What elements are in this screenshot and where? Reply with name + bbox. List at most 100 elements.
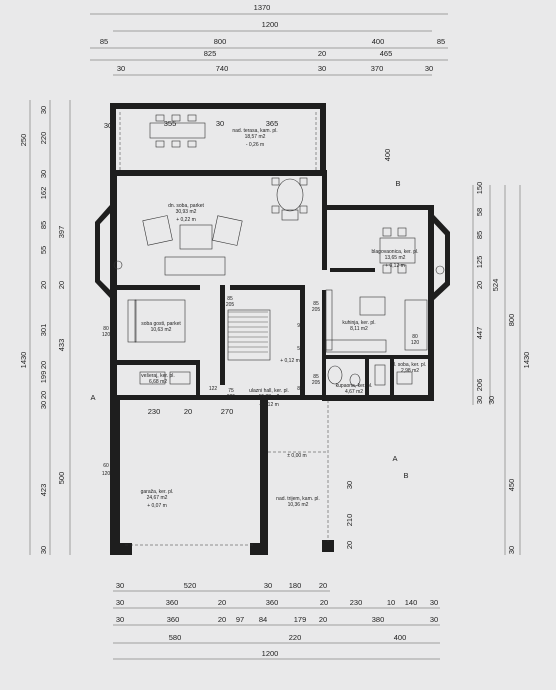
dim-left-3: 220	[39, 132, 48, 145]
dim-top-0: 1370	[254, 3, 271, 12]
dim-right-4: 20	[475, 281, 484, 289]
opening-13: 120	[411, 340, 420, 346]
opening-5: 205	[312, 380, 321, 386]
dim-bottom-26: 1200	[262, 649, 279, 658]
dim-left-5: 162	[39, 187, 48, 200]
dim-bottom-11: 10	[387, 598, 395, 607]
dim-bottom-12: 140	[405, 598, 418, 607]
room-name-7: l. soba, ker. pl.	[394, 362, 426, 368]
dim-bottom-24: 220	[289, 633, 302, 642]
dim-bottom-21: 380	[372, 615, 385, 624]
dim-bottom-14: 30	[116, 615, 124, 624]
section-mark-b-bottom: B	[403, 471, 408, 480]
room-name-0: nad. terasa, kam. pl.	[232, 128, 277, 134]
dim-bottom-10: 230	[350, 598, 363, 607]
dim-right-2: 85	[475, 231, 484, 239]
room-level-2: + 0,12 m	[385, 263, 405, 269]
dim-bottom-3: 180	[289, 581, 302, 590]
dim-bottom-18: 84	[259, 615, 267, 624]
room-area-4: 15,38 m2	[259, 394, 280, 400]
opening-8: 97	[297, 323, 303, 329]
dim-top-6: 825	[204, 49, 217, 58]
room-name-1: dn. soba, parket	[168, 203, 204, 209]
section-mark-a-left: A	[90, 393, 95, 402]
dim-left-13: 30	[39, 401, 48, 409]
dim-interior-3: 365	[266, 119, 279, 128]
furniture	[113, 114, 445, 387]
walls	[95, 103, 450, 555]
room-area-5: 8,11 m2	[350, 326, 368, 332]
dim-interior-10: 20	[345, 541, 354, 549]
room-area-0: 18,57 m2	[245, 134, 266, 140]
dim-left-10: 20	[39, 361, 48, 369]
dim-interior-5: 230	[148, 407, 161, 416]
dim-right-13: 30	[507, 546, 516, 554]
dim-top-7: 20	[318, 49, 326, 58]
dim-top-4: 400	[372, 37, 385, 46]
opening-10: 122	[209, 386, 218, 392]
room-name-6: kupaona, ker. pl.	[336, 383, 373, 389]
dim-right-10: 800	[507, 314, 516, 327]
dim-bottom-15: 360	[167, 615, 180, 624]
dim-top-8: 465	[380, 49, 393, 58]
dim-interior-2: 30	[216, 119, 224, 128]
dim-bottom-9: 20	[320, 598, 328, 607]
level-012-note: + 0,12 m	[280, 358, 300, 364]
room-area-10: 10,36 m2	[288, 502, 309, 508]
dim-left-12: 20	[39, 391, 48, 399]
opening-3: 205	[312, 307, 321, 313]
room-level-9: + 0,07 m	[147, 503, 167, 509]
room-name-10: nad. trijem, kam. pl.	[276, 496, 320, 502]
opening-15: 120	[102, 332, 111, 338]
dim-interior-7: 270	[221, 407, 234, 416]
dim-bottom-5: 30	[116, 598, 124, 607]
room-name-5: kuhinja, ker. pl.	[342, 320, 375, 326]
dim-bottom-13: 30	[430, 598, 438, 607]
room-name-8: vešeraj, ker. pl.	[141, 373, 175, 379]
dim-left-15: 30	[39, 546, 48, 554]
dim-right-0: 150	[475, 182, 484, 195]
dim-left-9: 301	[39, 324, 48, 337]
opening-6: 75	[228, 388, 234, 394]
dim-left-18: 433	[57, 339, 66, 352]
dimension-lines	[29, 13, 521, 660]
dim-left-11: 199	[39, 371, 48, 384]
dim-right-12: 450	[507, 479, 516, 492]
dim-left-19: 500	[57, 472, 66, 485]
zero-level-note: ± 0,00 m	[287, 453, 306, 459]
room-area-7: 2,98 m2	[401, 368, 419, 374]
dim-right-8: 30	[487, 396, 496, 404]
dim-bottom-17: 97	[236, 615, 244, 624]
dim-left-16: 397	[57, 226, 66, 239]
opening-1: 205	[226, 302, 235, 308]
dim-top-12: 370	[371, 64, 384, 73]
opening-0: 85	[227, 296, 233, 302]
opening-14: 80	[103, 326, 109, 332]
dim-left-4: 30	[39, 170, 48, 178]
room-name-2: blagovaonica, ker. pl.	[372, 249, 419, 255]
dim-interior-9: 210	[345, 514, 354, 527]
dim-bottom-0: 30	[116, 581, 124, 590]
room-level-0: - 0,26 m	[246, 142, 264, 148]
opening-11: 84	[297, 386, 303, 392]
opening-2: 85	[313, 301, 319, 307]
dim-interior-0: 30	[104, 121, 112, 130]
dim-top-1: 1200	[262, 20, 279, 29]
dim-bottom-8: 360	[266, 598, 279, 607]
dim-bottom-7: 20	[218, 598, 226, 607]
dim-top-5: 85	[437, 37, 445, 46]
dim-right-1: 58	[475, 208, 484, 216]
dim-bottom-16: 20	[218, 615, 226, 624]
dim-left-7: 55	[39, 246, 48, 254]
dim-right-5: 447	[475, 327, 484, 340]
dim-right-6: 206	[475, 379, 484, 392]
dim-interior-1: 355	[164, 119, 177, 128]
room-area-1: 30,93 m2	[176, 209, 197, 215]
dim-interior-6: 20	[184, 407, 192, 416]
section-mark-b-top: B	[395, 179, 400, 188]
opening-12: 80	[412, 334, 418, 340]
dim-bottom-2: 30	[264, 581, 272, 590]
room-area-3: 10,63 m2	[151, 327, 172, 333]
dim-bottom-19: 179	[294, 615, 307, 624]
